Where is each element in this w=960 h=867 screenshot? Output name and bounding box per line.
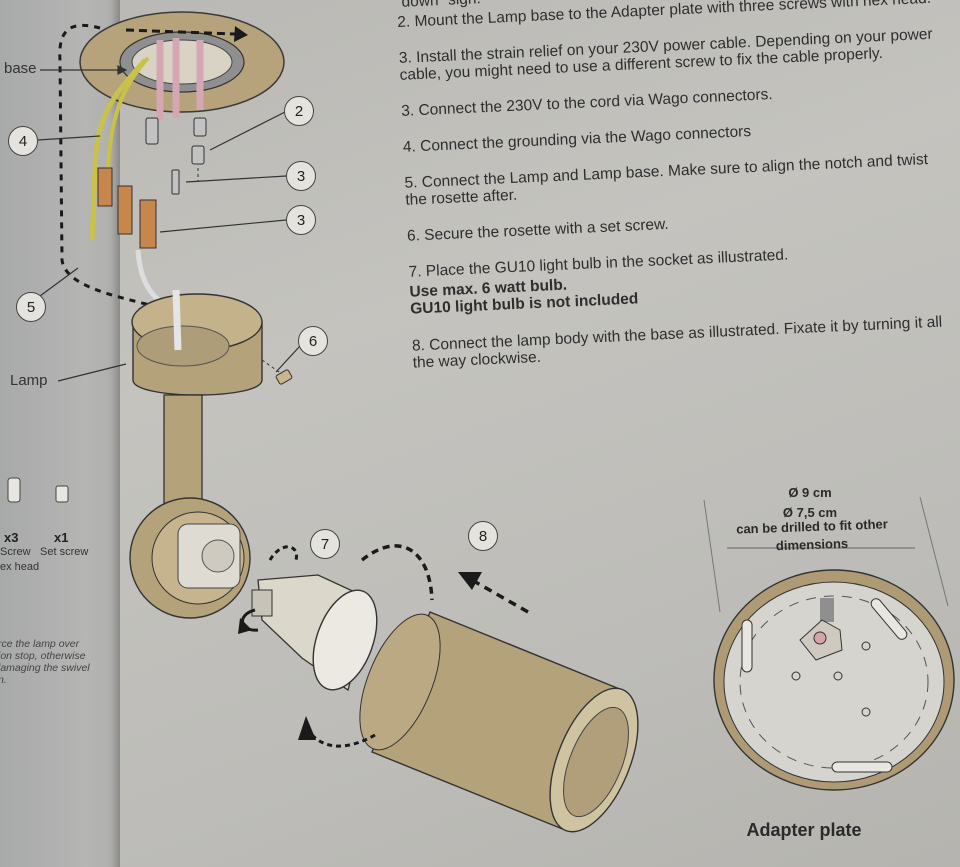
- step-6: 6. Secure the rosette with a set screw.: [406, 215, 670, 245]
- lamp-rosette-illustration: [131, 289, 293, 396]
- gu10-bulb-illustration: [251, 574, 378, 692]
- setscrew-label: Set screw: [40, 546, 89, 558]
- callout-4: 4: [8, 126, 38, 156]
- callout-5: 5: [16, 292, 46, 322]
- step-3a: 3. Install the strain relief on your 230…: [398, 25, 933, 84]
- hex-screws: [145, 117, 207, 195]
- screw-qty: x3: [4, 530, 19, 545]
- screw-label: Screw: [0, 546, 31, 558]
- plate-title: Adapter plate: [746, 820, 862, 840]
- warning-line-4: n.: [0, 674, 7, 686]
- callout-3-bottom: 3: [286, 205, 316, 235]
- parts-icons: [7, 477, 69, 503]
- step-3b: 3. Connect the 230V to the cord via Wago…: [400, 86, 773, 120]
- warning-line-2: ion stop, otherwise: [0, 650, 86, 662]
- setscrew-qty: x1: [54, 530, 69, 545]
- step-5: 5. Connect the Lamp and Lamp base. Make …: [404, 151, 929, 209]
- plate-dia-outer: Ø 9 cm: [788, 485, 832, 500]
- instructions-block: “down” sign. 2. Mount the Lamp base to t…: [396, 0, 953, 391]
- callout-6: 6: [298, 326, 328, 356]
- lamp-base-illustration: [79, 11, 285, 241]
- lamp-socket-illustration: [129, 497, 251, 619]
- adapter-plate-illustration: [703, 496, 955, 791]
- screw-label-hex: ex head: [0, 561, 40, 573]
- wago-connectors: [97, 167, 157, 249]
- callout-3-top: 3: [286, 161, 316, 191]
- plate-dia-inner: Ø 7,5 cm: [782, 505, 838, 520]
- rotate-arrow-base: [125, 28, 236, 36]
- lamp-arm: [163, 394, 203, 506]
- callout-8: 8: [468, 521, 498, 551]
- step-4: 4. Connect the grounding via the Wago co…: [402, 123, 752, 156]
- step-8: 8. Connect the lamp body with the base a…: [411, 313, 943, 372]
- callout-2: 2: [284, 96, 314, 126]
- warning-line-3: lamaging the swivel: [0, 662, 90, 674]
- label-lamp: Lamp: [10, 372, 48, 389]
- label-base: base: [4, 60, 37, 77]
- lamp-body-illustration: [359, 611, 639, 833]
- callout-7: 7: [310, 529, 340, 559]
- warning-line-1: rce the lamp over: [0, 638, 80, 650]
- warning-note: rce the lamp over ion stop, otherwise la…: [0, 638, 108, 686]
